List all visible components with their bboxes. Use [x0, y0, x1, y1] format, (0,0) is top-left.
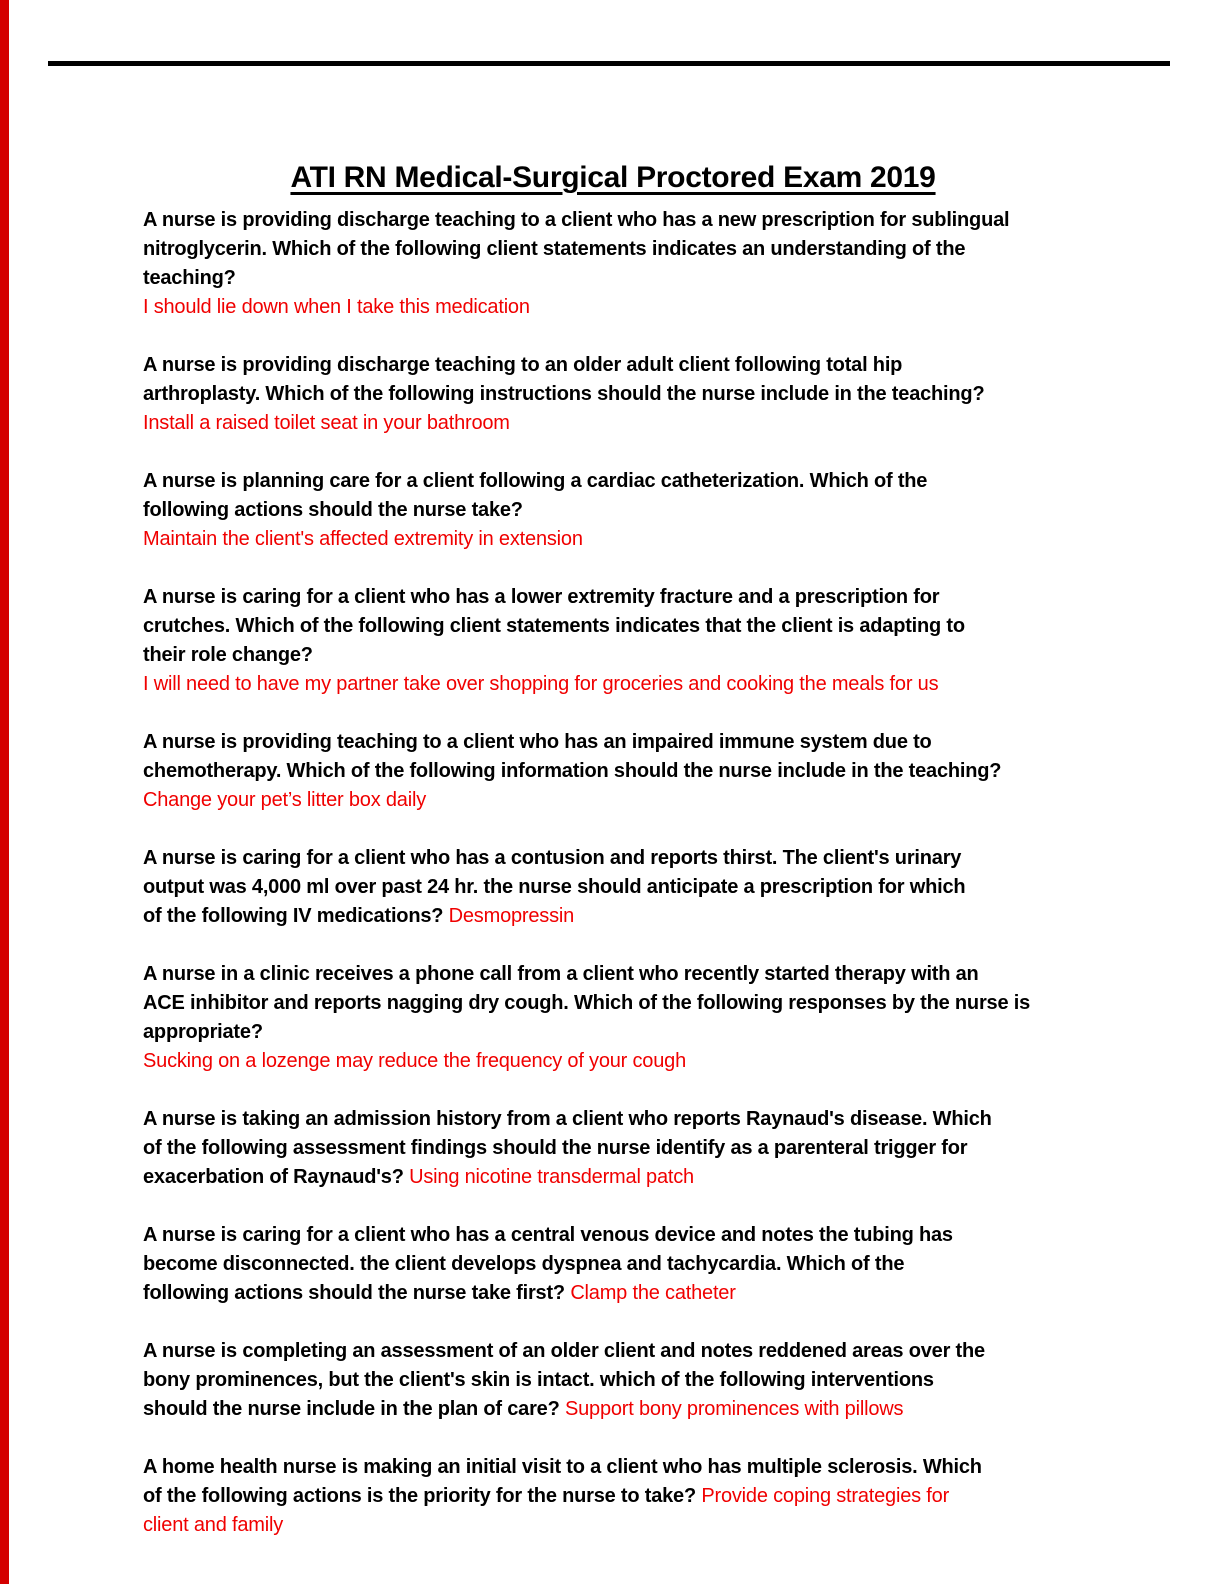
question-block: A nurse is caring for a client who has a…	[143, 583, 1083, 699]
left-edge-ribbon	[0, 0, 9, 1584]
question-text: A nurse is planning care for a client fo…	[143, 470, 928, 521]
answer-text: Provide coping strategies for client and…	[143, 1485, 950, 1536]
question-text: A nurse is providing discharge teaching …	[143, 209, 1010, 289]
answer-text: Desmopressin	[448, 905, 575, 927]
question-block: A nurse is providing discharge teaching …	[143, 351, 1083, 438]
question-block: A nurse is completing an assessment of a…	[143, 1337, 1083, 1424]
question-block: A home health nurse is making an initial…	[143, 1453, 1083, 1540]
answer-text: Clamp the catheter	[570, 1282, 736, 1304]
question-block: A nurse is providing discharge teaching …	[143, 206, 1083, 322]
question-list: A nurse is providing discharge teaching …	[143, 206, 1083, 1540]
answer-text: I should lie down when I take this medic…	[143, 296, 530, 318]
question-text: A nurse is caring for a client who has a…	[143, 586, 965, 666]
question-text: A nurse is providing teaching to a clien…	[143, 731, 1002, 782]
question-text: A home health nurse is making an initial…	[143, 1456, 982, 1507]
question-block: A nurse in a clinic receives a phone cal…	[143, 960, 1083, 1076]
question-text: A nurse is taking an admission history f…	[143, 1108, 992, 1188]
answer-text: Using nicotine transdermal patch	[409, 1166, 694, 1188]
question-text: A nurse in a clinic receives a phone cal…	[143, 963, 1031, 1043]
question-block: A nurse is caring for a client who has a…	[143, 1221, 1083, 1308]
answer-text: I will need to have my partner take over…	[143, 673, 939, 695]
question-block: A nurse is taking an admission history f…	[143, 1105, 1083, 1192]
answer-text: Sucking on a lozenge may reduce the freq…	[143, 1050, 686, 1072]
header-rule	[48, 61, 1170, 66]
question-text: A nurse is completing an assessment of a…	[143, 1340, 985, 1420]
page-title: ATI RN Medical-Surgical Proctored Exam 2…	[290, 161, 936, 194]
question-text: A nurse is caring for a client who has a…	[143, 1224, 953, 1304]
question-text: A nurse is caring for a client who has a…	[143, 847, 966, 927]
question-block: A nurse is providing teaching to a clien…	[143, 728, 1083, 815]
answer-text: Install a raised toilet seat in your bat…	[143, 412, 510, 434]
answer-text: Change your pet’s litter box daily	[143, 789, 426, 811]
question-block: A nurse is caring for a client who has a…	[143, 844, 1083, 931]
answer-text: Support bony prominences with pillows	[564, 1398, 904, 1420]
document-content: ATI RN Medical-Surgical Proctored Exam 2…	[143, 0, 1083, 1569]
question-block: A nurse is planning care for a client fo…	[143, 467, 1083, 554]
answer-text: Maintain the client's affected extremity…	[143, 528, 583, 550]
question-text: A nurse is providing discharge teaching …	[143, 354, 985, 405]
